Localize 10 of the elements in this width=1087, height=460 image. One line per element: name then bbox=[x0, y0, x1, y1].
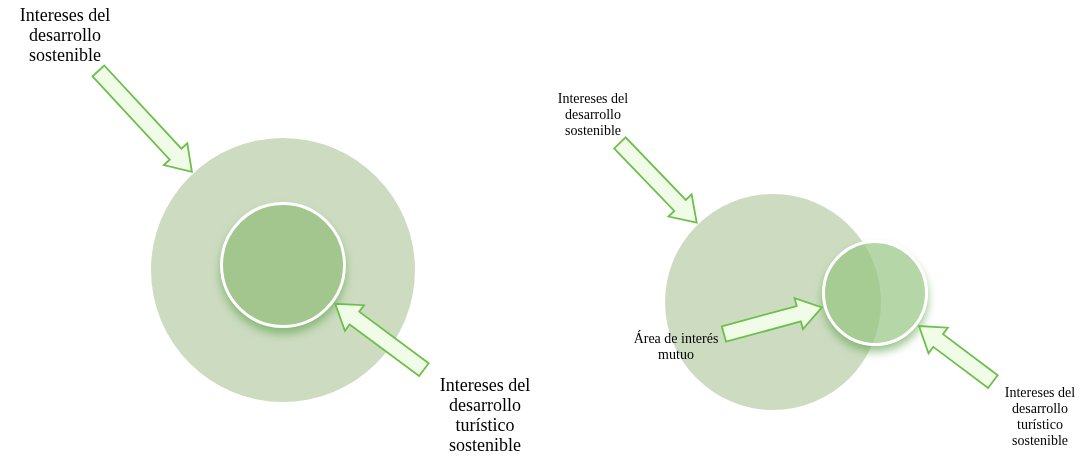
block-arrow bbox=[333, 302, 430, 378]
block-arrow bbox=[720, 296, 824, 343]
node-label: Intereses del desarrollo turístico sostenible bbox=[438, 375, 532, 455]
node-label: Intereses del desarrollo turístico sostenible bbox=[1003, 385, 1077, 449]
node-label: Intereses del desarrollo sostenible bbox=[556, 91, 630, 139]
node-label: Intereses del desarrollo sostenible bbox=[18, 5, 112, 65]
block-arrow bbox=[612, 136, 698, 224]
block-arrow bbox=[917, 325, 999, 390]
block-arrow bbox=[91, 64, 193, 173]
node-label: Área de interés mutuo bbox=[632, 331, 720, 363]
